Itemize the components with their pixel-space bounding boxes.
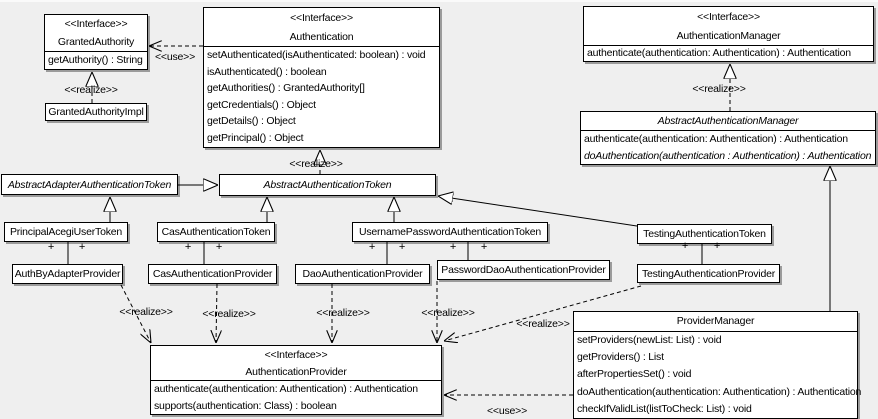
method: getPrincipal() : Object <box>207 131 304 144</box>
method: getDetails() : Object <box>207 115 296 128</box>
class-authentication-provider[interactable]: <<Interface>> AuthenticationProvider aut… <box>150 345 442 415</box>
class-name: PrincipalAcegiUserToken <box>9 226 123 238</box>
realize-testing-provider <box>444 285 642 341</box>
class-name: ProviderManager <box>676 315 755 327</box>
method: doAuthentication(authentication : Authen… <box>584 149 872 162</box>
realize-stereotype-label: <<realize>> <box>421 307 475 319</box>
stereotype-label: <<Interface>> <box>64 18 128 30</box>
class-name: AbstractAuthenticationToken <box>263 179 392 191</box>
class-name: Authentication <box>289 31 354 43</box>
method: afterPropertiesSet() : void <box>577 368 692 381</box>
method: getProviders() : List <box>577 351 664 364</box>
method: getCredentials() : Object <box>207 98 316 111</box>
method: isAuthenticated() : boolean <box>207 65 327 78</box>
association-plus-marker: + <box>184 241 192 253</box>
class-name: PasswordDaoAuthenticationProvider <box>441 264 606 276</box>
realize-stereotype-label: <<realize>> <box>692 83 746 95</box>
class-name: TestingAuthenticationProvider <box>641 267 776 280</box>
method: checkIfValidList(listToCheck: List) : vo… <box>577 402 752 415</box>
class-name: GrantedAuthority <box>57 36 135 48</box>
realize-stereotype-label: <<realize>> <box>516 318 570 330</box>
realize-stereotype-label: <<realize>> <box>119 306 173 318</box>
class-name: AbstractAdapterAuthenticationToken <box>7 178 172 191</box>
method: authenticate(authentication: Authenticat… <box>584 133 848 145</box>
class-authentication[interactable]: <<Interface>> Authentication setAuthenti… <box>203 7 440 148</box>
generalization-testing-token-to-abstract-token <box>438 196 638 227</box>
association-plus-marker: + <box>78 241 86 253</box>
realize-stereotype-label: <<realize>> <box>316 307 370 319</box>
class-abstract-authentication-token[interactable]: AbstractAuthenticationToken <box>219 174 436 196</box>
stereotype-label: <<Interface>> <box>290 12 353 24</box>
class-dao-authentication-provider[interactable]: DaoAuthenticationProvider <box>295 264 430 284</box>
association-plus-marker: + <box>47 241 55 253</box>
class-abstract-authentication-manager[interactable]: AbstractAuthenticationManager authentica… <box>580 111 876 165</box>
class-name: GrantedAuthorityImpl <box>48 106 144 118</box>
class-name: DaoAuthenticationProvider <box>302 268 423 280</box>
class-auth-by-adapter-provider[interactable]: AuthByAdapterProvider <box>12 264 123 284</box>
class-provider-manager[interactable]: ProviderManager setProviders(newList: Li… <box>573 311 862 419</box>
class-cas-authentication-provider[interactable]: CasAuthenticationProvider <box>148 264 277 284</box>
association-plus-marker: + <box>215 241 223 253</box>
association-plus-marker: + <box>713 240 721 252</box>
method: supports(authentication: Class) : boolea… <box>154 399 337 412</box>
class-name: UsernamePasswordAuthenticationToken <box>358 226 542 238</box>
use-stereotype-label: <<use>> <box>154 51 196 63</box>
association-plus-marker: + <box>480 241 488 253</box>
class-name: AuthByAdapterProvider <box>14 268 121 280</box>
class-name: CasAuthenticationProvider <box>152 268 273 280</box>
association-plus-marker: + <box>681 240 689 252</box>
realize-stereotype-label: <<realize>> <box>64 84 118 96</box>
realize-stereotype-label: <<realize>> <box>202 308 256 320</box>
use-stereotype-label: <<use>> <box>486 405 528 417</box>
class-name: AuthenticationProvider <box>245 366 347 378</box>
class-granted-authority-impl[interactable]: GrantedAuthorityImpl <box>45 103 147 121</box>
class-abstract-adapter-authentication-token[interactable]: AbstractAdapterAuthenticationToken <box>1 174 178 195</box>
class-username-password-authentication-token[interactable]: UsernamePasswordAuthenticationToken <box>352 222 548 242</box>
class-cas-authentication-token[interactable]: CasAuthenticationToken <box>157 222 275 242</box>
class-authentication-manager[interactable]: <<Interface>> AuthenticationManager auth… <box>583 6 874 62</box>
class-testing-authentication-provider[interactable]: TestingAuthenticationProvider <box>637 264 780 283</box>
association-plus-marker: + <box>398 241 406 253</box>
class-name: AbstractAuthenticationManager <box>657 115 799 127</box>
method: doAuthentication(authentication: Authent… <box>577 385 862 398</box>
class-name: CasAuthenticationToken <box>161 226 271 238</box>
class-testing-authentication-token[interactable]: TestingAuthenticationToken <box>637 224 772 244</box>
class-granted-authority[interactable]: <<Interface>> GrantedAuthority getAuthor… <box>44 14 148 70</box>
realize-stereotype-label: <<realize>> <box>289 158 343 170</box>
realize-auth-by-adapter-provider <box>120 284 151 343</box>
association-plus-marker: + <box>449 241 457 253</box>
method: setAuthenticated(isAuthenticated: boolea… <box>207 49 426 61</box>
class-principal-acegi-user-token[interactable]: PrincipalAcegiUserToken <box>4 222 128 242</box>
class-name: AuthenticationManager <box>676 30 781 42</box>
stereotype-label: <<Interface>> <box>697 11 760 23</box>
method: authenticate(authentication: Authenticat… <box>587 47 851 59</box>
class-password-dao-authentication-provider[interactable]: PasswordDaoAuthenticationProvider <box>437 260 610 280</box>
method: getAuthorities() : GrantedAuthority[] <box>207 82 365 95</box>
method: setProviders(newList: List) : void <box>577 334 722 346</box>
method: authenticate(authentication: Authenticat… <box>154 383 418 395</box>
association-plus-marker: + <box>368 241 376 253</box>
class-name: TestingAuthenticationToken <box>643 228 766 240</box>
method: getAuthority() : String <box>48 54 143 66</box>
stereotype-label: <<Interface>> <box>264 349 328 361</box>
realize-cas-provider <box>216 283 217 343</box>
